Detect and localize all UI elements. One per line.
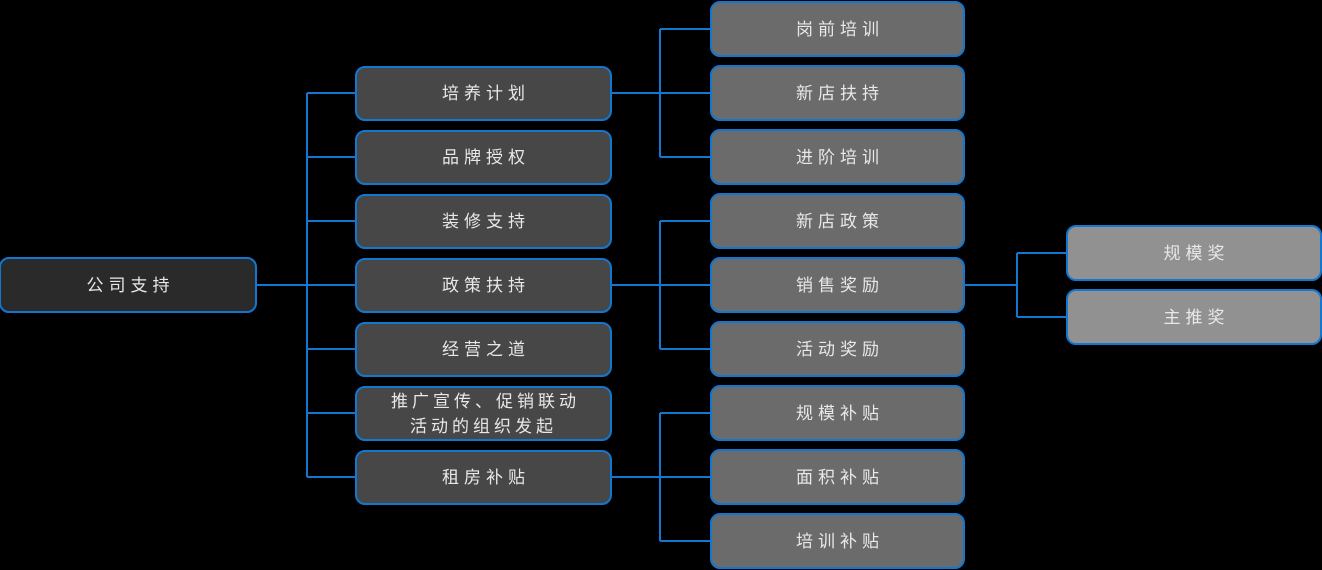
node-level3-guimojiang[interactable]: 规模奖 xyxy=(1066,225,1322,281)
node-level3-zhutuijiang[interactable]: 主推奖 xyxy=(1066,289,1322,345)
node-level1-zufangbutie[interactable]: 租房补贴 xyxy=(355,450,612,505)
connector-group-xiaoshou xyxy=(965,252,1066,318)
node-level1-jingyingzhidao[interactable]: 经营之道 xyxy=(355,322,612,377)
node-label: 面积补贴 xyxy=(796,467,884,487)
node-level1-pinpaishouquan[interactable]: 品牌授权 xyxy=(355,130,612,185)
node-label: 品牌授权 xyxy=(442,148,530,167)
node-level2-peixunbutie[interactable]: 培训补贴 xyxy=(710,513,965,569)
node-label: 推广宣传、促销联动 活动的组织发起 xyxy=(391,391,580,436)
connector-group-zhengce xyxy=(612,220,710,350)
node-label: 岗前培训 xyxy=(796,19,884,39)
node-root[interactable]: 公司支持 xyxy=(0,257,257,313)
node-level2-xindianfuchi[interactable]: 新店扶持 xyxy=(710,65,965,121)
node-label: 新店政策 xyxy=(796,211,884,231)
node-level2-jinjiepeixun[interactable]: 进阶培训 xyxy=(710,129,965,185)
node-level1-peiyangjihua[interactable]: 培养计划 xyxy=(355,66,612,121)
node-label: 规模补贴 xyxy=(796,403,884,423)
node-label: 政策扶持 xyxy=(442,276,530,295)
node-label: 培训补贴 xyxy=(796,531,884,551)
node-label: 进阶培训 xyxy=(796,147,884,167)
node-level2-xindianzhengce[interactable]: 新店政策 xyxy=(710,193,965,249)
node-label: 销售奖励 xyxy=(796,275,884,295)
node-label: 规模奖 xyxy=(1163,243,1230,263)
connector-group-peiyang xyxy=(612,28,710,158)
node-label: 培养计划 xyxy=(442,84,530,103)
node-label: 新店扶持 xyxy=(796,83,884,103)
node-label: 租房补贴 xyxy=(442,468,530,487)
node-level2-guimobutie[interactable]: 规模补贴 xyxy=(710,385,965,441)
connector-group-zufang xyxy=(612,412,710,542)
node-level1-zhengcefuchi[interactable]: 政策扶持 xyxy=(355,258,612,313)
node-label: 装修支持 xyxy=(442,212,530,231)
node-level2-mianjibutie[interactable]: 面积补贴 xyxy=(710,449,965,505)
node-level1-tuiguangxuanchuan[interactable]: 推广宣传、促销联动 活动的组织发起 xyxy=(355,386,612,441)
node-level2-xiaoshoujiangli[interactable]: 销售奖励 xyxy=(710,257,965,313)
node-label: 公司支持 xyxy=(86,275,175,295)
node-level2-gangqianpeixun[interactable]: 岗前培训 xyxy=(710,1,965,57)
node-label: 主推奖 xyxy=(1163,307,1230,327)
node-level1-zhuangxiuzhichi[interactable]: 装修支持 xyxy=(355,194,612,249)
connector-root-to-level1 xyxy=(257,92,355,478)
node-label: 经营之道 xyxy=(442,340,530,359)
node-label: 活动奖励 xyxy=(796,339,884,359)
node-level2-huodongjiangli[interactable]: 活动奖励 xyxy=(710,321,965,377)
